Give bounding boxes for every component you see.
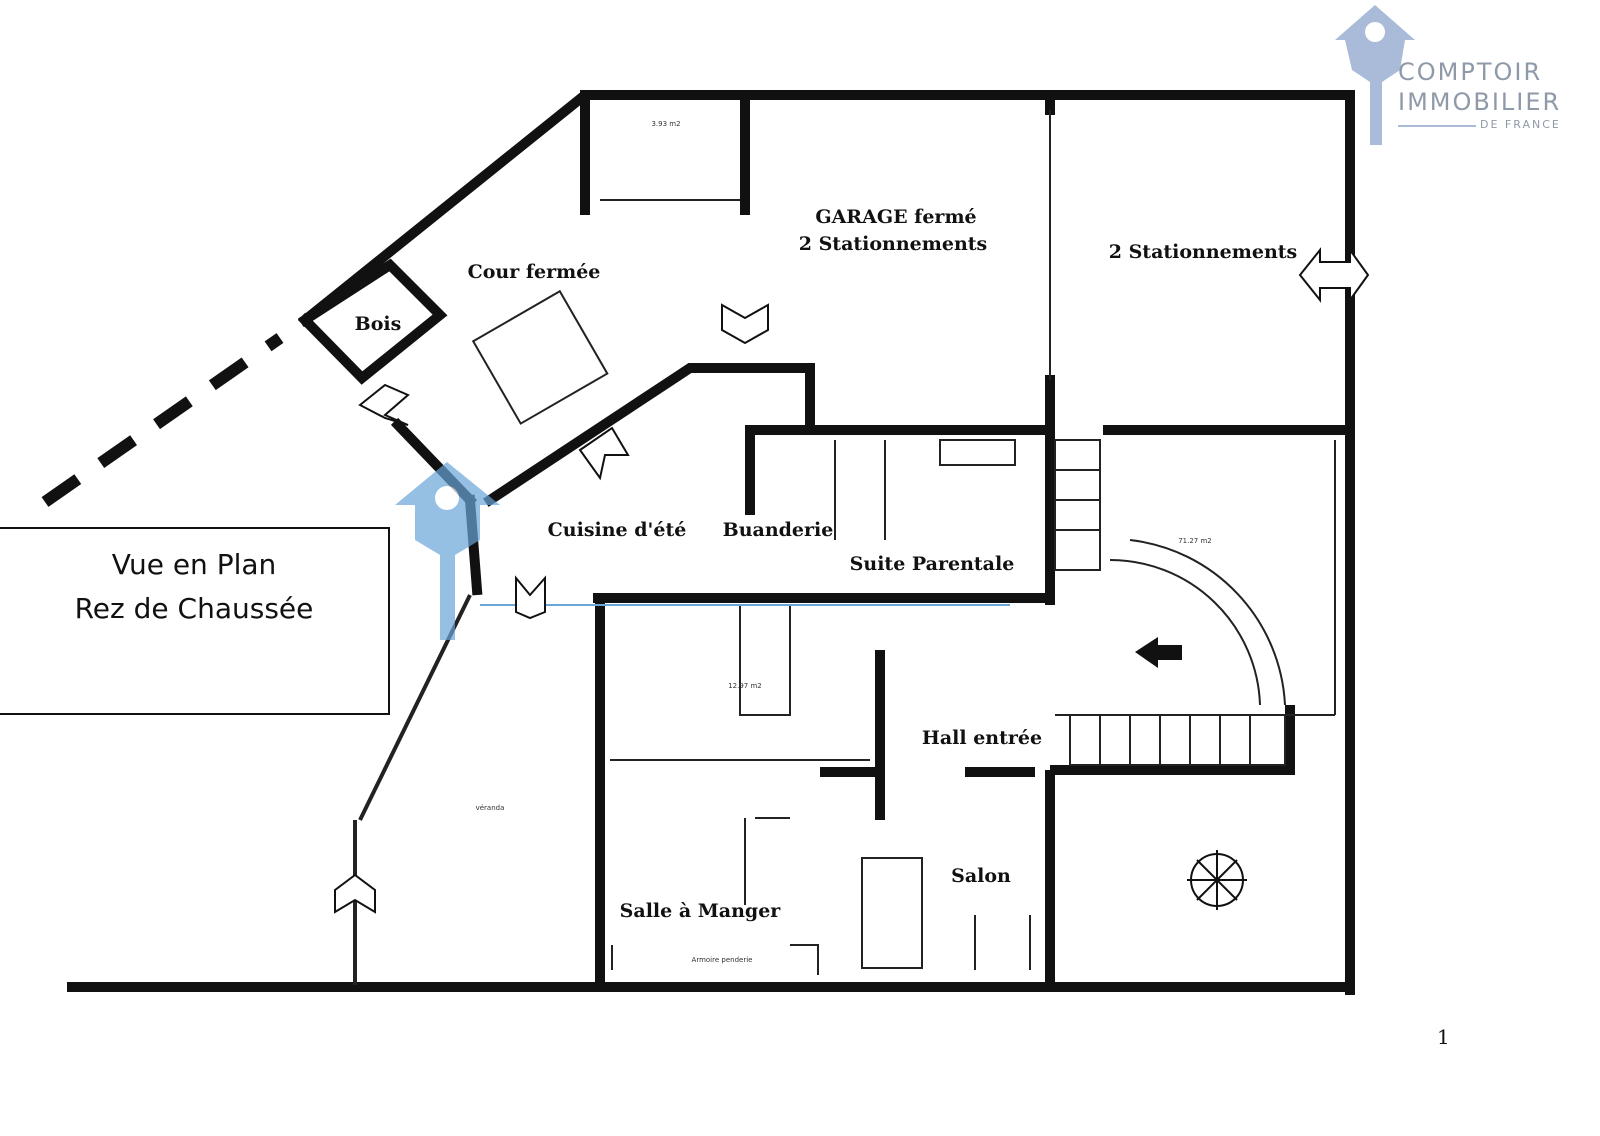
logo-divider: [1398, 125, 1476, 127]
plan-title-line2: Rez de Chaussée: [74, 592, 314, 625]
staircase: [1054, 439, 1286, 766]
exterior-walls: [67, 90, 1355, 995]
label-armoire: Armoire penderie: [692, 956, 753, 964]
label-suite: Suite Parentale: [850, 553, 1015, 575]
property-boundary-dashed: [41, 333, 284, 507]
watermark-key-icon: [395, 462, 500, 640]
page-number: 1: [1437, 1025, 1450, 1049]
logo-text-de-france: DE FRANCE: [1480, 118, 1561, 131]
double-arrow-icon: [1298, 246, 1370, 304]
key-house-icon: [1335, 5, 1415, 145]
label-cour: Cour fermée: [468, 261, 601, 283]
label-garage: GARAGE fermé: [815, 206, 976, 228]
area-cuisine: 12.97 m2: [728, 682, 762, 690]
label-cuisine-ete: Cuisine d'été: [548, 519, 687, 541]
label-parking: 2 Stationnements: [1109, 241, 1298, 263]
plan-title-line1: Vue en Plan: [111, 548, 277, 581]
company-logo: COMPTOIR IMMOBILIER DE FRANCE: [1330, 0, 1600, 150]
logo-text-immobilier: IMMOBILIER: [1398, 88, 1562, 116]
logo-text-comptoir: COMPTOIR: [1398, 58, 1543, 86]
area-sejour: 71.27 m2: [1178, 537, 1212, 545]
label-garage-parking: 2 Stationnements: [799, 233, 988, 255]
label-salle-manger: Salle à Manger: [620, 900, 782, 922]
plan-title-box: Vue en Plan Rez de Chaussée: [0, 527, 390, 715]
compass-rose-icon: [1187, 850, 1247, 910]
label-hall: Hall entrée: [922, 727, 1042, 749]
area-veranda: véranda: [476, 804, 505, 812]
area-cellier: 3.93 m2: [651, 120, 680, 128]
label-bois: Bois: [355, 313, 402, 335]
label-salon: Salon: [951, 865, 1011, 887]
entrance-arrow-icon: [1135, 637, 1182, 668]
label-buanderie: Buanderie: [723, 519, 834, 541]
door-arrows: [334, 303, 769, 914]
